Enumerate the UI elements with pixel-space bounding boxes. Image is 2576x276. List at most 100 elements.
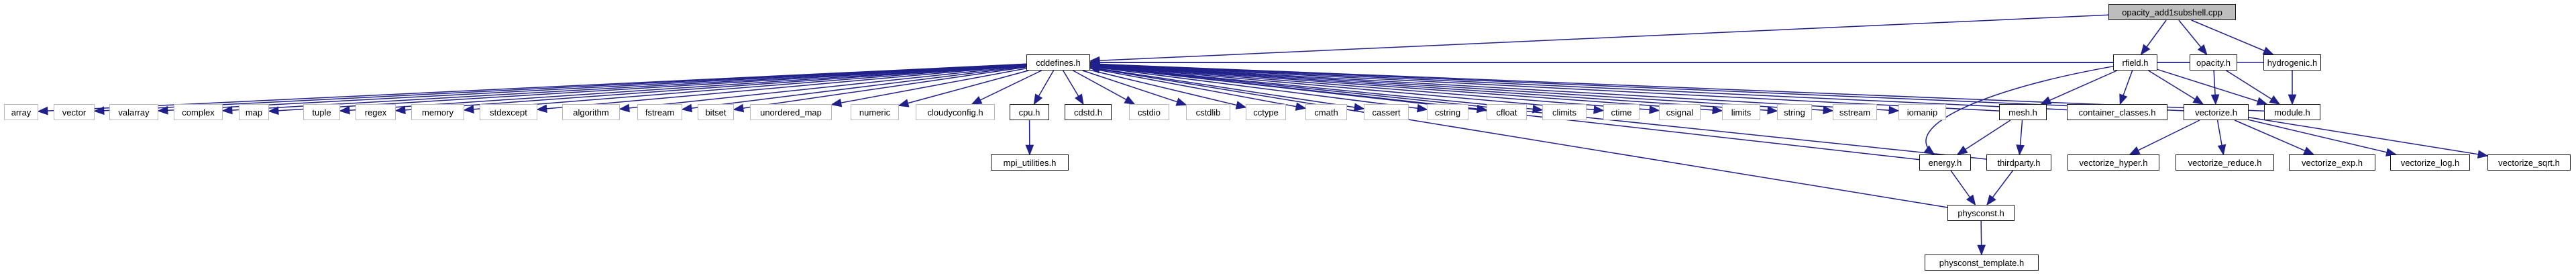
graph-node-module[interactable]: module.h [2264,104,2320,120]
edge-cddefines-stdexcept [536,64,1027,113]
graph-node-array: array [4,104,38,120]
graph-node-mpi_utilities[interactable]: mpi_utilities.h [991,154,1069,171]
graph-node-label: complex [182,107,215,118]
edge-cddefines-sstream [1089,64,1834,115]
edge-cddefines-cstdio [1073,70,1136,105]
graph-node-vectorize_log[interactable]: vectorize_log.h [2390,154,2470,171]
edge-rfield-energy [1923,66,2114,155]
graph-node-unordered_map: unordered_map [750,104,832,120]
graph-node-opacity[interactable]: opacity.h [2190,54,2237,71]
graph-node-label: string [1784,107,1805,118]
graph-node-bitset: bitset [698,104,734,120]
graph-node-vectorize_exp[interactable]: vectorize_exp.h [2289,154,2375,171]
edge-cpp-hydrogenic [2191,19,2274,55]
edge-physconst-physconst_template [1977,220,1986,256]
edge-cddefines-string [1089,64,1778,115]
graph-node-ctime: ctime [1603,104,1640,120]
graph-node-label: limits [1731,107,1752,118]
graph-node-label: mpi_utilities.h [1003,157,1057,168]
edge-thirdparty-physconst [1986,170,2014,206]
graph-node-label: ctime [1611,107,1632,118]
graph-node-cmath: cmath [1305,104,1347,120]
graph-node-label: climits [1552,107,1577,118]
graph-node-label: regex [364,107,387,118]
graph-node-vectorize_sqrt[interactable]: vectorize_sqrt.h [2487,154,2571,171]
graph-node-label: vectorize_exp.h [2301,157,2363,168]
edge-cddefines-numeric [898,70,1029,107]
graph-node-stdexcept: stdexcept [480,104,537,120]
graph-node-label: unordered_map [760,107,822,118]
edge-cddefines-cloudyconfig [971,70,1042,105]
edge-cddefines-climits [1089,64,1544,113]
edge-thirdparty-cddefines [1089,62,1987,160]
graph-node-fstream: fstream [637,104,682,120]
graph-node-cddefines[interactable]: cddefines.h [1026,54,1090,71]
graph-node-string: string [1777,104,1812,120]
edge-cpp-cddefines [1089,14,2109,65]
graph-node-iomanip: iomanip [1898,104,1946,120]
graph-node-rfield[interactable]: rfield.h [2113,54,2157,71]
graph-node-climits: climits [1542,104,1587,120]
graph-node-memory: memory [411,104,464,120]
graph-node-label: sstream [1839,107,1871,118]
edge-cddefines-unordered_map [830,68,1027,107]
graph-node-cdstd[interactable]: cdstd.h [1065,104,1112,120]
graph-node-numeric: numeric [851,104,899,120]
graph-node-label: vectorize_log.h [2400,157,2460,168]
graph-node-vectorize_hyper[interactable]: vectorize_hyper.h [2068,154,2159,171]
graph-node-label: vector [62,107,87,118]
graph-node-map: map [239,104,269,120]
graph-node-label: opacity.h [2196,57,2231,68]
edge-opacity-vectorize [2210,70,2220,105]
graph-node-label: bitset [705,107,727,118]
graph-node-label: cpu.h [1018,107,1040,118]
graph-node-cpu[interactable]: cpu.h [1010,104,1049,120]
graph-node-physconst[interactable]: physconst.h [1947,205,2015,221]
graph-node-cassert: cassert [1364,104,1409,120]
edge-cddefines-cctype [1089,69,1247,109]
graph-node-cpp: opacity_add1subshell.cpp [2108,4,2236,20]
edge-cddefines-cdstd [1063,70,1084,105]
edge-cddefines-ctime [1089,64,1605,114]
graph-node-label: cstring [1434,107,1461,118]
graph-node-mesh[interactable]: mesh.h [1999,104,2047,120]
graph-node-label: cstdlib [1195,107,1221,118]
graph-node-label: cmath [1314,107,1338,118]
graph-node-vectorize[interactable]: vectorize.h [2184,104,2249,120]
graph-node-label: cctype [1253,107,1279,118]
graph-node-label: module.h [2274,107,2310,118]
graph-node-label: physconst_template.h [1939,257,2025,268]
edge-cddefines-cstring [1089,66,1428,113]
edge-rfield-module [2157,68,2268,105]
graph-node-hydrogenic[interactable]: hydrogenic.h [2263,54,2321,71]
edge-cddefines-valarray [157,63,1027,115]
graph-node-regex: regex [356,104,396,120]
edge-rfield-container_classes [2119,70,2133,105]
graph-node-container_classes[interactable]: container_classes.h [2067,104,2167,120]
edge-cddefines-cstdlib [1082,70,1187,106]
graph-node-complex: complex [174,104,223,120]
graph-node-vectorize_reduce[interactable]: vectorize_reduce.h [2176,154,2274,171]
edge-vectorize-cddefines [1089,60,2184,111]
graph-node-algorithm: algorithm [562,104,620,120]
edge-opacity-module [2226,70,2281,105]
edge-mesh-cddefines [1089,60,2000,111]
graph-node-label: thirdparty.h [1997,157,2041,168]
graph-node-label: cfloat [1496,107,1517,118]
graph-node-energy[interactable]: energy.h [1919,154,1971,171]
edge-rfield-vectorize [2148,70,2204,105]
graph-node-thirdparty[interactable]: thirdparty.h [1986,154,2051,171]
graph-node-physconst_template[interactable]: physconst_template.h [1925,255,2039,271]
graph-node-label: opacity_add1subshell.cpp [2122,7,2222,17]
graph-node-csignal: csignal [1659,104,1701,120]
graph-node-cctype: cctype [1246,104,1286,120]
graph-node-label: container_classes.h [2078,107,2156,118]
graph-node-cstring: cstring [1427,104,1468,120]
edge-cddefines-memory [463,64,1027,114]
graph-node-label: map [245,107,263,118]
graph-node-label: csignal [1666,107,1694,118]
graph-node-tuple: tuple [303,104,340,120]
edge-cddefines-iomanip [1089,63,1900,115]
edge-cddefines-bitset [733,66,1027,113]
graph-node-cloudyconfig: cloudyconfig.h [916,104,995,120]
